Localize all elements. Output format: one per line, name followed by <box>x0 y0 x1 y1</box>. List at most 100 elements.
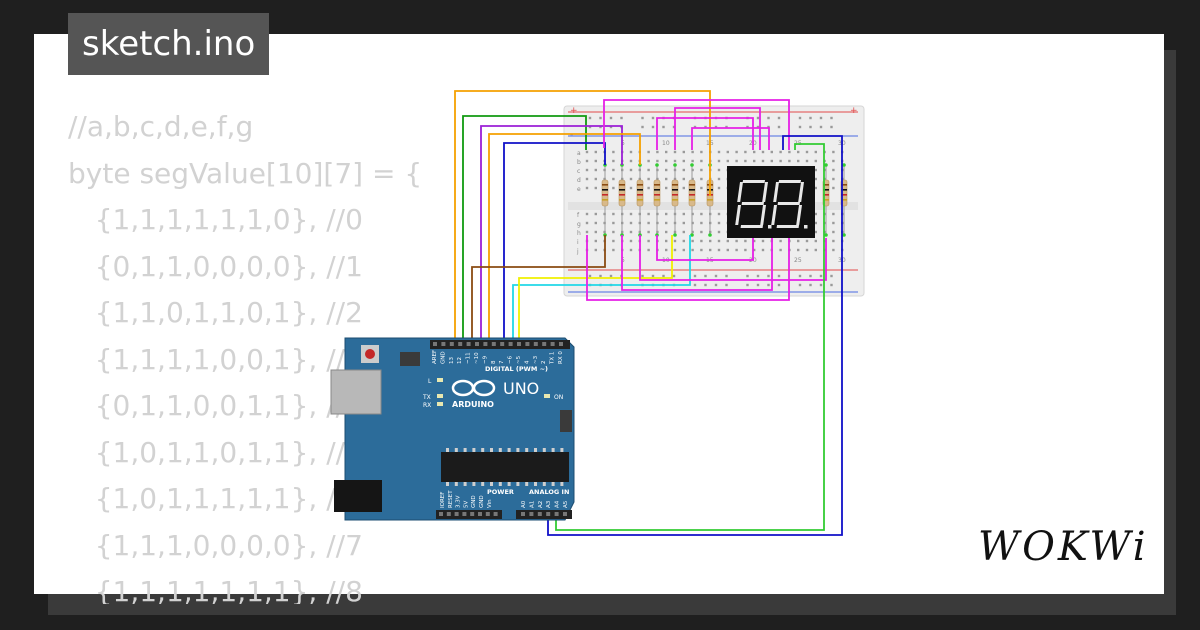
resistor[interactable] <box>636 179 644 207</box>
header-hole <box>478 512 482 516</box>
breadboard-hole <box>717 186 721 190</box>
chip-pin <box>516 482 520 486</box>
breadboard-hole <box>744 159 747 163</box>
rail-hole <box>693 283 697 287</box>
resistor-band <box>619 199 625 201</box>
rail-hole <box>672 125 676 129</box>
wires[interactable] <box>454 90 843 536</box>
digital-pin-label: 12 <box>457 357 463 364</box>
wire-lime-1[interactable] <box>555 143 825 531</box>
seven-segment-display[interactable] <box>727 166 815 238</box>
rail-hole <box>599 274 602 278</box>
wire-magenta-6[interactable] <box>621 235 773 291</box>
resistor[interactable] <box>618 179 626 207</box>
pin-dot <box>690 163 694 167</box>
wire-magenta-3[interactable] <box>656 117 754 150</box>
arduino-logo: UNO ARDUINO <box>451 379 539 409</box>
resistor-band <box>672 189 678 191</box>
digital-pin-label: 4 <box>524 360 530 364</box>
power-label: POWER <box>487 488 514 496</box>
wire-magenta-7[interactable] <box>639 235 827 281</box>
wire-magenta-5[interactable] <box>586 235 790 301</box>
chip-pin <box>551 448 555 452</box>
resistor[interactable] <box>601 179 609 207</box>
resistor[interactable] <box>653 179 661 207</box>
breadboard-hole <box>832 177 835 181</box>
digital-pin-label: AREF <box>432 350 438 364</box>
wire-magenta-8[interactable] <box>656 235 754 261</box>
breadboard-hole <box>761 159 765 163</box>
wire-magenta-2[interactable] <box>674 107 761 150</box>
chip-pin <box>534 448 537 452</box>
rail-hole <box>651 125 655 129</box>
analog-pin-label: A4 <box>555 500 561 508</box>
breadboard-hole <box>805 248 809 252</box>
breadboard-hole <box>656 150 659 154</box>
header-hole <box>485 512 490 516</box>
resistor-band <box>602 189 608 191</box>
rail-hole <box>798 274 802 278</box>
resistor-band <box>672 184 678 186</box>
breadboard-hole <box>665 248 668 252</box>
wire-magenta-4[interactable] <box>691 127 770 150</box>
rail-hole <box>830 116 833 120</box>
breadboard-hole <box>832 239 835 243</box>
wire-yellow-1[interactable] <box>518 235 673 345</box>
wire-orange-2[interactable] <box>488 133 641 345</box>
wire-orange-1[interactable] <box>454 90 711 345</box>
resistor-band <box>619 189 625 191</box>
resistor-band <box>602 184 608 186</box>
resistor-band <box>637 184 643 186</box>
led-rx-indicator <box>437 402 443 406</box>
display-segment <box>798 182 804 202</box>
rail-hole <box>714 274 718 278</box>
chip-pin <box>463 482 467 486</box>
header-hole <box>475 342 479 346</box>
rail-hole <box>777 125 781 129</box>
resistor-band <box>841 184 847 186</box>
display-segment <box>777 202 800 205</box>
column-number: 10 <box>662 140 670 147</box>
wire-brown-1[interactable] <box>471 235 606 345</box>
reset-button[interactable] <box>365 349 375 359</box>
resistor[interactable] <box>671 179 679 207</box>
rail-hole <box>830 283 833 287</box>
rail-hole <box>693 274 697 278</box>
breadboard-hole <box>629 168 633 172</box>
breadboard-hole <box>612 248 615 252</box>
breadboard-hole <box>744 239 747 243</box>
rail-hole <box>756 125 760 129</box>
rail-hole <box>599 116 602 120</box>
breadboard-hole <box>805 239 809 243</box>
resistor[interactable] <box>688 179 696 207</box>
breadboard-hole <box>814 221 817 225</box>
display-segment <box>735 205 741 225</box>
wire-magenta-1[interactable] <box>603 99 790 150</box>
breadboard-hole <box>779 248 782 252</box>
wire-blue-1[interactable] <box>503 142 606 345</box>
header-hole <box>542 342 547 346</box>
header-hole <box>550 342 555 346</box>
power-jack <box>334 480 382 512</box>
led-tx-indicator <box>437 394 443 398</box>
wire-blue-2[interactable] <box>547 135 843 536</box>
header-hole <box>521 512 525 516</box>
rail-hole <box>651 274 655 278</box>
sketch-filename-tab[interactable]: sketch.ino <box>68 13 270 75</box>
led-tx-label: TX <box>422 394 431 401</box>
breadboard-hole <box>665 177 668 181</box>
row-letter: c <box>577 168 580 175</box>
breadboard-hole <box>797 159 800 163</box>
wire-green-1[interactable] <box>462 115 587 345</box>
chip-pin <box>516 448 520 452</box>
rail-hole <box>662 274 665 278</box>
wire-purple-1[interactable] <box>480 125 623 345</box>
rail-hole <box>641 116 644 120</box>
led-on-label: ON <box>554 394 563 401</box>
header-hole <box>454 512 459 516</box>
breadboard-hole <box>797 248 800 252</box>
breadboard-hole <box>673 239 677 243</box>
breadboard-hole <box>594 186 597 190</box>
